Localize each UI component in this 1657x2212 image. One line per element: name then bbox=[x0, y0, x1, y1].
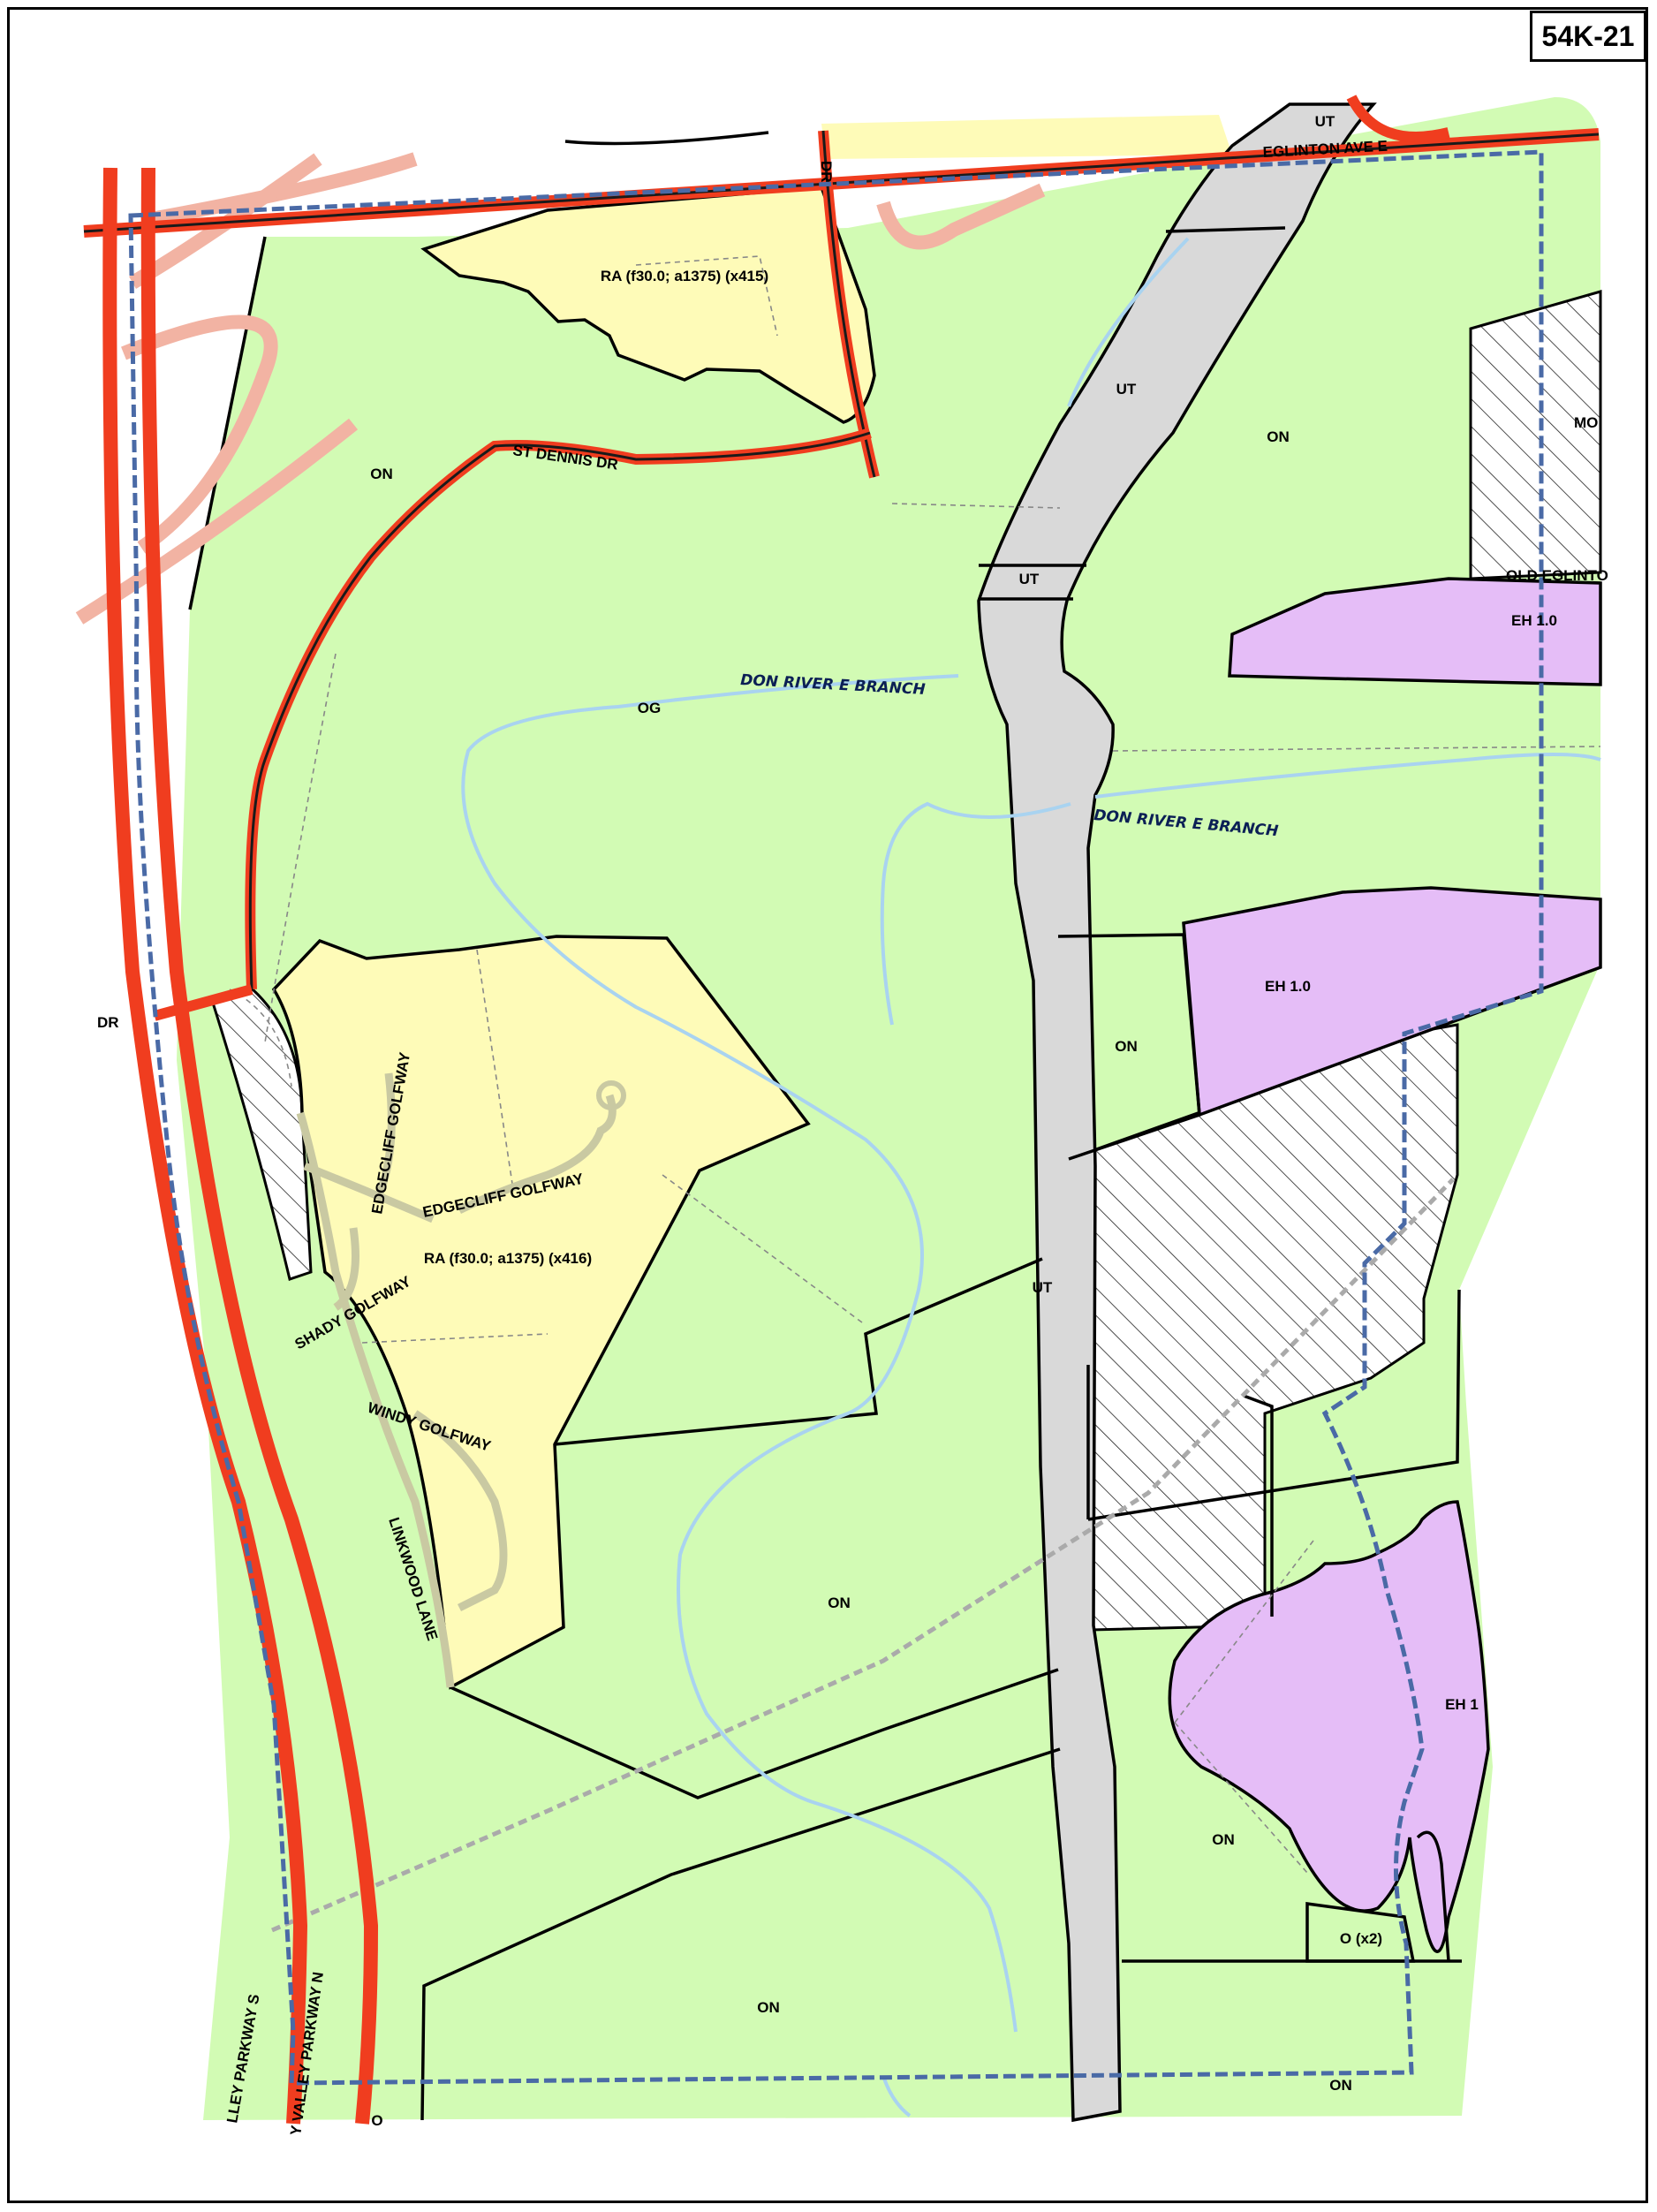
zone-label-on-ne: ON bbox=[1267, 428, 1290, 445]
zone-label-ra-north: RA (f30.0; a1375) (x415) bbox=[601, 268, 768, 284]
zone-label-on-se: ON bbox=[1212, 1831, 1235, 1848]
map-frame bbox=[7, 7, 1648, 2203]
sheet-number-badge: 54K-21 bbox=[1530, 11, 1646, 62]
zone-label-ra-south: RA (f30.0; a1375) (x416) bbox=[424, 1250, 592, 1267]
zone-label-o-sw: O bbox=[371, 2112, 382, 2129]
employment-zone-3 bbox=[1168, 1500, 1490, 1953]
zone-label-ut-top: UT bbox=[1315, 113, 1335, 130]
watercourses bbox=[461, 237, 1601, 2117]
zone-label-mo: MO bbox=[1574, 414, 1598, 431]
study-area-boundary[interactable] bbox=[128, 149, 1544, 2086]
road-label-dr-left: DR bbox=[97, 1014, 119, 1031]
zone-label-on-mid: ON bbox=[1115, 1038, 1138, 1055]
road-label-old-eglinton: OLD EGLINTO bbox=[1506, 567, 1608, 584]
residential-strip-top bbox=[821, 115, 1232, 159]
zone-label-on-bottom: ON bbox=[1329, 2077, 1352, 2094]
zone-label-eh-2: EH 1.0 bbox=[1265, 978, 1311, 995]
rail-line bbox=[271, 1178, 1455, 1933]
zone-label-on-nw: ON bbox=[370, 466, 393, 482]
cul-de-sac bbox=[596, 1080, 626, 1110]
zone-label-og: OG bbox=[638, 700, 661, 716]
local-streets bbox=[296, 1072, 617, 1688]
employment-zone-1 bbox=[1228, 577, 1602, 686]
zone-labels: RA (f30.0; a1375) (x415) RA (f30.0; a137… bbox=[370, 113, 1598, 2129]
zone-label-ut-3: UT bbox=[1033, 1279, 1053, 1296]
zone-label-eh-3: EH 1 bbox=[1445, 1696, 1479, 1713]
road-label-dr-top: DR bbox=[818, 161, 835, 183]
zone-label-ut-2: UT bbox=[1019, 571, 1040, 587]
utility-corridor bbox=[977, 102, 1377, 2123]
zone-label-o-x2: O (x2) bbox=[1340, 1930, 1382, 1947]
zone-label-on-center: ON bbox=[828, 1595, 851, 1611]
zone-label-on-south: ON bbox=[757, 1999, 780, 2016]
hatched-area-ne bbox=[1469, 290, 1602, 580]
residential-zone-north bbox=[420, 186, 876, 424]
hatched-area-nw bbox=[210, 988, 313, 1281]
zone-label-ut-1: UT bbox=[1116, 381, 1137, 398]
sheet-number: 54K-21 bbox=[1541, 19, 1635, 52]
zone-label-eh-1: EH 1.0 bbox=[1511, 612, 1557, 629]
